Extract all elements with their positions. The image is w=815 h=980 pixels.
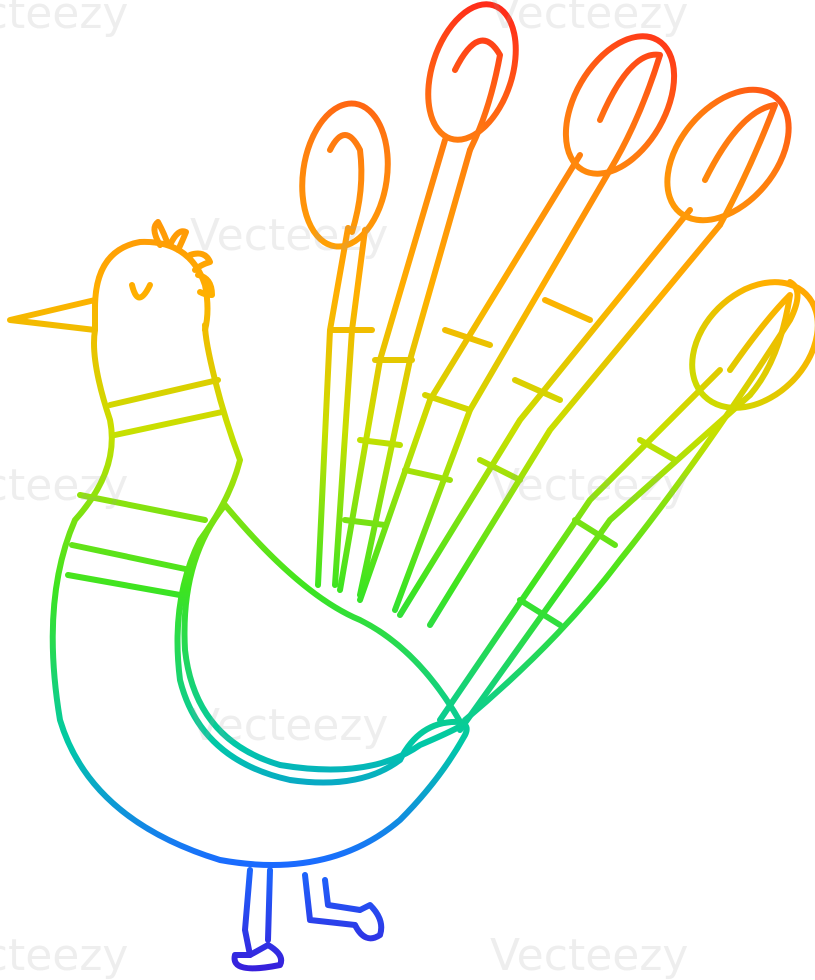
legs — [231, 867, 385, 972]
tail-feather-2 — [337, 1, 519, 598]
body-stripe — [77, 492, 208, 523]
tail-feather-5 — [437, 279, 815, 733]
body-stripe — [65, 572, 183, 598]
tail-feather-1 — [299, 100, 391, 588]
tail-feather-3 — [357, 33, 678, 613]
tail-outer-edge — [462, 279, 801, 723]
beak — [7, 297, 98, 333]
closed-eye — [129, 282, 153, 301]
head — [92, 219, 215, 333]
body-stripe — [69, 542, 193, 573]
wing — [181, 502, 465, 773]
neck-stripe — [107, 377, 221, 408]
neck-stripe — [112, 409, 225, 438]
tail-feather-4 — [397, 86, 792, 628]
